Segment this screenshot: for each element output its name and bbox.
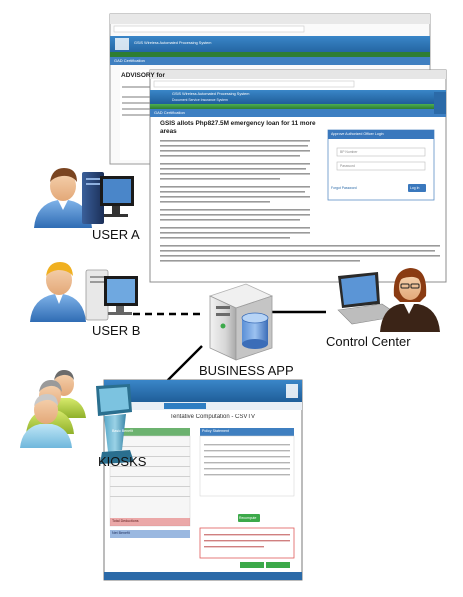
kiosk-left-header: Basic Benefit [112, 429, 133, 433]
back-window-tab: GAD Certification [114, 58, 145, 63]
user-a-label: USER A [92, 227, 140, 242]
business-app-label: BUSINESS APP [199, 363, 294, 378]
kiosk-machine-icon [96, 384, 134, 464]
login-button[interactable]: Log In [410, 186, 420, 190]
login-password-field[interactable]: Password [340, 164, 355, 168]
user-a-computer-icon [82, 172, 134, 224]
browser-window-front [149, 69, 447, 283]
forgot-password-link[interactable]: Forgot Password [331, 186, 357, 190]
kiosk-recompute-button[interactable]: Recompute [239, 515, 257, 520]
user-a-person-icon [34, 168, 92, 228]
kiosk-users-group-icon [20, 370, 86, 448]
back-window-header-text: GSIS Wireless Automated Processing Syste… [134, 41, 212, 45]
kiosk-total-label: Total Deductions [112, 519, 139, 523]
user-b-label: USER B [92, 323, 141, 338]
control-center-label: Control Center [326, 334, 411, 349]
front-window-tab: GAD Certification [154, 110, 185, 115]
control-center-laptop-icon [337, 272, 401, 325]
front-window-headline: GSIS allots Php827.5M emergency loan for… [160, 120, 316, 135]
kiosk-net-label: Net Benefit [112, 531, 130, 535]
login-id-field[interactable]: BP Number [340, 150, 358, 154]
front-window-system-subtitle: Document Service Insurance System [172, 98, 228, 102]
kiosk-right-header: Policy Statement [202, 429, 229, 433]
business-app-server-icon [208, 283, 274, 361]
line-app-to-kiosks [165, 345, 203, 383]
user-b-computer-icon [85, 269, 138, 321]
kiosk-screen-title: Tentative Computation - CSVTV [170, 414, 256, 420]
front-window-system-title: GSIS Wireless Automated Processing Syste… [172, 92, 250, 96]
kiosk-screen-window [103, 379, 303, 581]
kiosks-label: KIOSKS [98, 454, 147, 469]
back-window-advisory: ADVISORY for [121, 72, 166, 79]
user-b-person-icon [30, 262, 86, 322]
login-box-title: Approve Authorized Officer Login [331, 131, 384, 136]
control-center-operator-icon [380, 268, 440, 332]
